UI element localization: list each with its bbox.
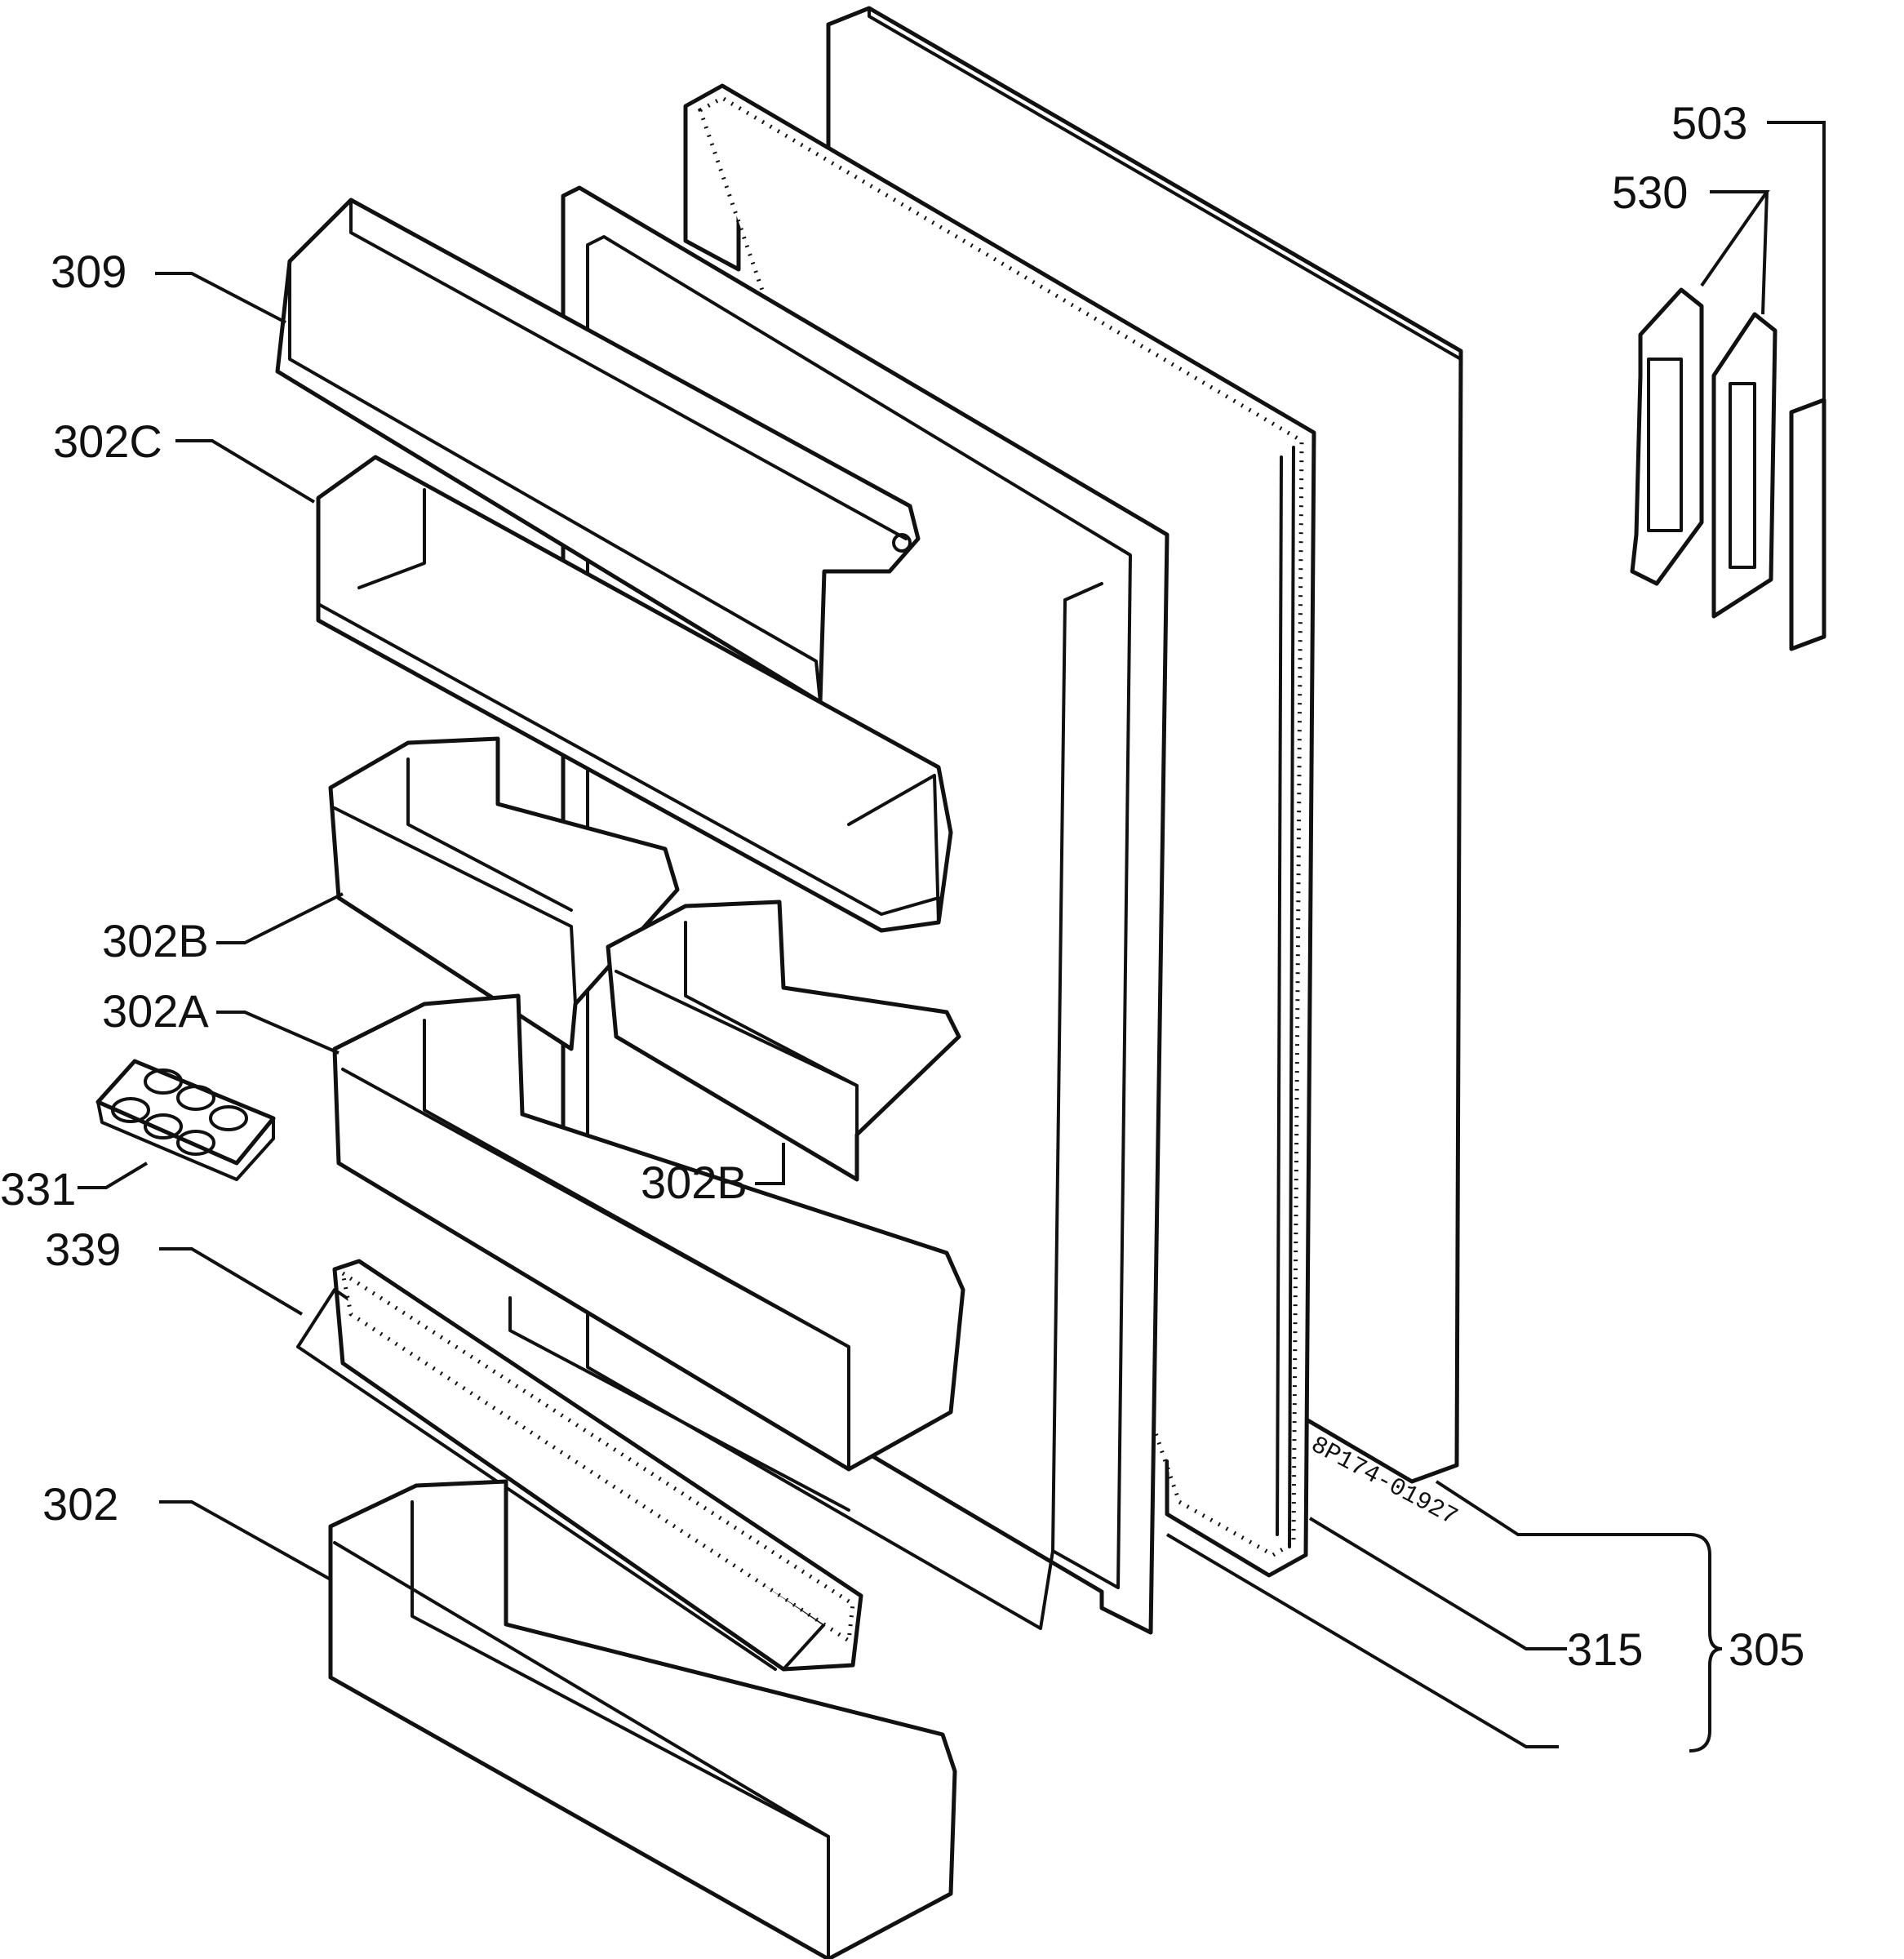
label-331: 331 [0, 1163, 76, 1215]
label-503: 503 [1671, 97, 1747, 149]
label-302: 302 [42, 1478, 118, 1530]
bottom-shelf-302 [328, 1479, 957, 1959]
shelf-302c [316, 455, 953, 933]
bottle-retainer-339 [296, 1259, 863, 1672]
egg-tray-331 [95, 1059, 276, 1181]
label-302a: 302A [102, 985, 209, 1037]
label-309: 309 [51, 246, 126, 297]
label-302b-right: 302B [641, 1157, 748, 1208]
label-315: 315 [1567, 1624, 1643, 1675]
hinge-530-left [1630, 287, 1704, 586]
top-shelf-cover-309 [275, 198, 921, 704]
hinge-530-right [1711, 312, 1778, 619]
leader-lines [78, 121, 1826, 1752]
shelf-302b-left [328, 736, 680, 1051]
label-339: 339 [45, 1224, 121, 1275]
label-302c: 302C [53, 415, 162, 467]
shelf-302a [332, 993, 965, 1512]
label-530: 530 [1612, 167, 1688, 218]
shelf-302b-right [606, 900, 961, 1182]
label-305: 305 [1729, 1624, 1804, 1675]
hinge-cover-503 [1789, 398, 1826, 651]
label-302b-left: 302B [102, 915, 209, 966]
